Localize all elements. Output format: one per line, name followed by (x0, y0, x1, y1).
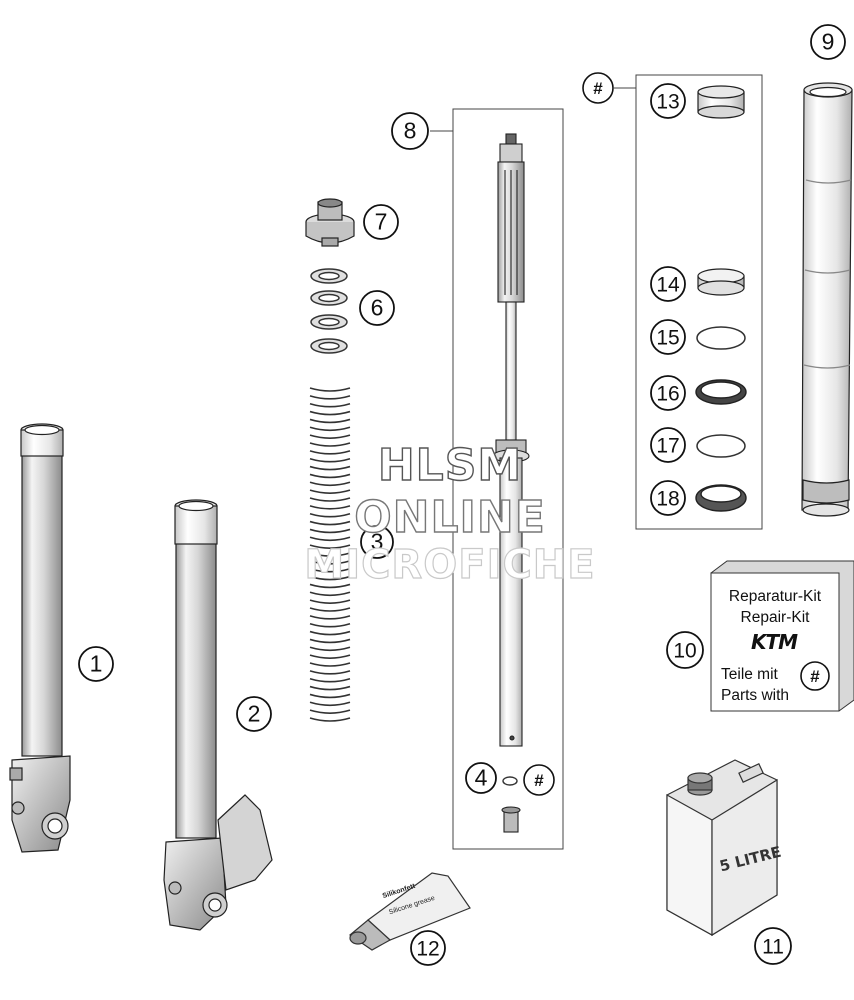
hash-symbol: # (810, 667, 820, 686)
callout-17: 17 (650, 427, 686, 463)
callout-10: 10 (666, 631, 704, 669)
callout-circle (410, 930, 446, 966)
callout-circle (236, 696, 272, 732)
callout-circle (650, 375, 686, 411)
callout-6: 6 (359, 290, 395, 326)
repair-kit-line-2: Repair-Kit (740, 609, 810, 626)
callout-number: 7 (375, 209, 388, 235)
callout-12: 12 (410, 930, 446, 966)
callout-circle (754, 927, 792, 965)
hash-marker-repair-kit-label: # (800, 661, 830, 691)
damping-cartridge (492, 133, 530, 833)
dust-seal-18 (695, 484, 747, 512)
inner-fork-tube (801, 82, 853, 517)
watermark-line-3: MICROFICHE (304, 541, 596, 588)
callout-circle (650, 480, 686, 516)
watermark-line-2: ONLINE (354, 491, 546, 543)
watermark-line-1: HLSM (377, 439, 523, 491)
callout-circle (650, 83, 686, 119)
callout-number: 13 (656, 91, 679, 114)
callout-number: 4 (475, 765, 488, 791)
repair-kit-line-3: Teile mit (721, 666, 778, 683)
callout-number: 11 (762, 936, 784, 959)
callout-number: 18 (656, 488, 679, 511)
callout-number: 3 (371, 529, 384, 555)
callout-2: 2 (236, 696, 272, 732)
callout-circle (359, 290, 395, 326)
callout-number: 1 (90, 651, 103, 677)
callout-circle (650, 427, 686, 463)
cartridge-frame (430, 108, 564, 850)
callout-circle (363, 204, 399, 240)
callout-number: 6 (371, 295, 384, 321)
oil-container (666, 759, 778, 937)
hash-symbol: # (534, 771, 544, 790)
seal-16 (695, 379, 747, 405)
callout-circle (650, 319, 686, 355)
callout-7: 7 (363, 204, 399, 240)
callout-number: 2 (248, 701, 261, 727)
repair-kit-line-1: Reparatur-Kit (728, 588, 822, 605)
spacer-washers (310, 268, 348, 354)
callout-circle (666, 631, 704, 669)
callout-number: 12 (416, 938, 439, 961)
callout-number: 16 (656, 383, 679, 406)
fork-top-cap (305, 198, 355, 247)
repair-kit-line-4: Parts with (721, 687, 790, 704)
callout-number: 10 (673, 640, 696, 663)
callout-15: 15 (650, 319, 686, 355)
callout-number: 17 (656, 435, 679, 458)
bushing-13 (697, 85, 745, 119)
o-ring-4 (502, 776, 518, 786)
circlip-17 (696, 434, 746, 458)
callout-circle (810, 24, 846, 60)
callout-number: 8 (404, 118, 417, 144)
callout-number: 14 (656, 274, 680, 297)
callout-18: 18 (650, 480, 686, 516)
callout-16: 16 (650, 375, 686, 411)
callout-number: 9 (822, 29, 835, 55)
callout-number: 15 (656, 327, 679, 350)
washer-15 (696, 326, 746, 350)
callout-circle (391, 112, 429, 150)
callout-circle (650, 266, 686, 302)
fork-spring (309, 387, 351, 722)
callout-circle (360, 525, 394, 559)
silicone-grease-tube (349, 872, 471, 951)
repair-kit-frame (614, 74, 763, 530)
bushing-14 (697, 268, 745, 296)
callout-13: 13 (650, 83, 686, 119)
callout-circle (465, 762, 497, 794)
callout-1: 1 (78, 646, 114, 682)
callout-3: 3 (360, 525, 394, 559)
callout-8: 8 (391, 112, 429, 150)
repair-kit-label: Reparatur-Kit Repair-Kit KTM Teile mit P… (711, 573, 839, 711)
ktm-logo: KTM (750, 630, 798, 654)
callout-circle (78, 646, 114, 682)
outer-fork-tube-left (9, 423, 71, 853)
callout-9: 9 (810, 24, 846, 60)
callout-4: 4 (465, 762, 497, 794)
callout-11: 11 (754, 927, 792, 965)
outer-fork-tube-right (163, 499, 273, 931)
hash-marker-kit: # (582, 72, 614, 104)
hash-marker-oring: # (523, 764, 555, 796)
callout-14: 14 (650, 266, 686, 302)
hash-symbol: # (593, 79, 603, 98)
